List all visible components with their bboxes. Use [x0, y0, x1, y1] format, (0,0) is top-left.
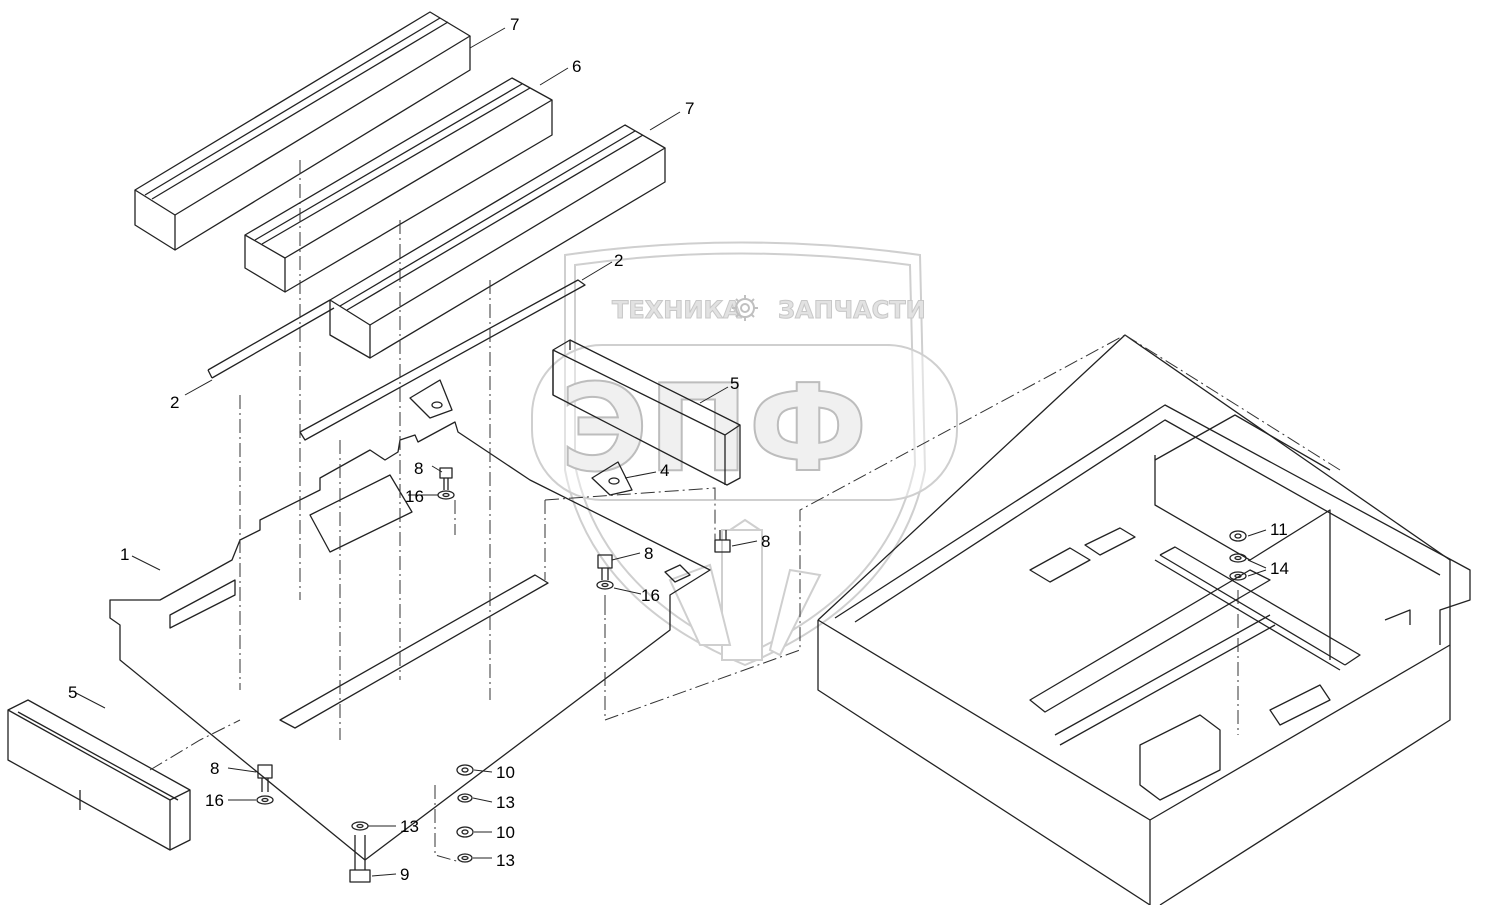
callout-1: 1: [120, 545, 129, 564]
callout-16-c: 16: [205, 791, 224, 810]
washer-16-c: [256, 795, 274, 805]
callout-2-right: 2: [614, 251, 623, 270]
callout-2-left: 2: [170, 393, 179, 412]
callout-13-c: 13: [496, 851, 515, 870]
channel-5-right: [552, 339, 741, 486]
bracket-4-bottom: [591, 461, 633, 496]
callout-10-a: 10: [496, 763, 515, 782]
washer-16-b: [596, 580, 614, 590]
callout-9: 9: [400, 865, 409, 884]
nut-10-b: [456, 826, 474, 838]
channel-5-left: [7, 699, 191, 851]
bracket-4-top: [409, 379, 453, 419]
watermark-logo-text: ЭПФ: [560, 360, 868, 499]
callout-7-bottom: 7: [685, 99, 694, 118]
callout-16-b: 16: [641, 586, 660, 605]
watermark-text-right: ЗАПЧАСТИ: [778, 296, 926, 324]
bolt-8-c: [714, 530, 731, 553]
leader-lines: [75, 27, 1267, 877]
watermark-text-left: ТЕХНИКА: [612, 296, 742, 324]
gear-icon: [732, 295, 758, 321]
callout-5-right: 5: [730, 374, 739, 393]
callout-6: 6: [572, 57, 581, 76]
watermark-shield: [531, 241, 958, 667]
bolt-9: [349, 835, 371, 883]
washer-13-c: [457, 853, 473, 863]
nut-11: [1229, 530, 1247, 542]
callout-16-a: 16: [405, 487, 424, 506]
nut-10-a: [456, 764, 474, 776]
callout-8-b: 8: [644, 544, 653, 563]
washer-14-a: [1229, 553, 1247, 563]
strip-2-right: [299, 279, 586, 441]
callout-11: 11: [1270, 520, 1288, 539]
callout-4: 4: [660, 461, 669, 480]
washer-13-a: [351, 821, 369, 831]
washer-14-b: [1229, 571, 1247, 581]
callout-10-b: 10: [496, 823, 515, 842]
bolt-8-a: [439, 467, 453, 490]
bolt-8-d: [257, 764, 273, 792]
callouts: 7 6 7 2 2 5 4 8 16 1 8 8 16 5 8 16 13 9 …: [68, 15, 1289, 884]
bolt-8-b: [597, 554, 613, 580]
callout-14: 14: [1270, 559, 1289, 578]
channel-7-bottom: [329, 124, 666, 359]
callout-13-b: 13: [496, 793, 515, 812]
center-lines: [149, 160, 1341, 863]
callout-8-d: 8: [210, 759, 219, 778]
washer-16-a: [437, 490, 455, 500]
callout-7-top: 7: [510, 15, 519, 34]
channel-7-top: [134, 11, 471, 251]
callout-5-left: 5: [68, 683, 77, 702]
callout-8-c: 8: [761, 532, 770, 551]
callout-8-a: 8: [414, 459, 423, 478]
callout-13-a: 13: [400, 817, 419, 836]
frame-assembly: [817, 334, 1471, 905]
strip-2-left: [207, 299, 335, 379]
washer-13-b: [457, 793, 473, 803]
